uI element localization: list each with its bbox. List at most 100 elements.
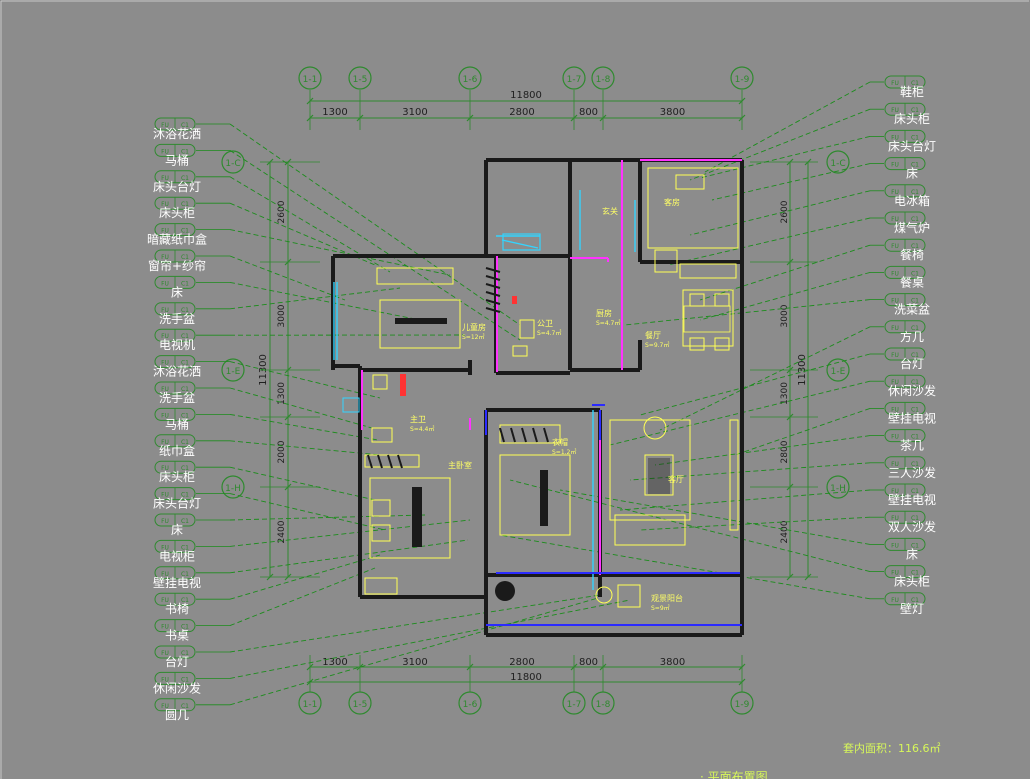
leader-line (699, 271, 871, 321)
guest-bed (647, 167, 739, 249)
dim-tick (284, 413, 292, 421)
tag-code-a: FU (891, 570, 899, 577)
leader-line (711, 163, 871, 201)
bedside-set (376, 267, 454, 285)
room-name: 观景阳台 (651, 593, 683, 603)
shoe-rack-slat (485, 299, 501, 305)
label-left: 床 (171, 523, 183, 537)
axis-bubble-label: 1-6 (463, 75, 478, 85)
coffee-table-shade (648, 458, 670, 494)
tag-code-b: C1 (911, 515, 919, 522)
room-name: 客房 (664, 197, 680, 207)
shoe-rack-slat (485, 275, 501, 281)
axis-bubble-label: 1-8 (596, 700, 611, 710)
dim-tick (786, 483, 794, 491)
dim-total-right: 11300 (797, 354, 808, 386)
red-marker (400, 374, 406, 396)
axis-bubble-label: 1-7 (567, 700, 582, 710)
label-right: 三人沙发 (888, 465, 936, 480)
dim-tick (306, 97, 314, 105)
tag-code-a: FU (891, 80, 899, 87)
leader-line (229, 387, 373, 429)
label-left: 窗帘+纱帘 (148, 258, 206, 273)
closet-slat (510, 427, 516, 443)
axis-bubble (221, 475, 245, 499)
dim-text-left: 1300 (277, 382, 287, 405)
label-right: 床头台灯 (888, 138, 936, 153)
leader-line (609, 380, 871, 446)
leader-line (229, 514, 426, 521)
label-left: 床头台灯 (153, 179, 201, 194)
label-right: 洗菜盆 (894, 303, 930, 317)
dim-text-bottom: 1300 (322, 657, 347, 668)
tag-code-a: FU (891, 434, 899, 441)
tag-code-b: C1 (911, 80, 919, 87)
leader-line (229, 599, 631, 679)
tag-code-b: C1 (181, 280, 189, 287)
tag-code-b: C1 (911, 461, 919, 468)
tag-code-a: FU (161, 703, 169, 710)
leader-line (499, 534, 871, 600)
leader-line (229, 594, 601, 653)
label-right: 鞋柜 (900, 84, 924, 99)
label-left: 马桶 (165, 152, 189, 167)
entry-cabinet-outline (502, 233, 541, 251)
tag-code-a: FU (891, 270, 899, 277)
wardrobe-slat (387, 454, 393, 469)
label-left: 圆几 (165, 708, 189, 722)
tag-code-b: C1 (181, 201, 189, 208)
axis-bubble-label: 1-H (830, 484, 846, 494)
leader-line (229, 150, 521, 341)
dim-text-right: 2600 (780, 200, 790, 223)
axis-bubble-label: 1-6 (463, 700, 478, 710)
tag-code-a: FU (891, 216, 899, 223)
dim-text-left: 3000 (277, 304, 287, 327)
dining-table (682, 289, 734, 347)
label-left: 沐浴花洒 (153, 364, 201, 379)
dim-text-left: 2000 (277, 440, 287, 463)
axis-bubble-label: 1-9 (735, 75, 750, 85)
tag-code-b: C1 (181, 597, 189, 604)
dim-tick (738, 678, 746, 686)
tag-code-b: C1 (911, 107, 919, 114)
leader-line (229, 287, 401, 310)
tag-code-a: FU (161, 122, 169, 129)
window-line (501, 239, 539, 249)
coffee-table (644, 454, 674, 496)
label-right: 床头柜 (894, 112, 930, 126)
tag-code-b: C1 (181, 228, 189, 235)
lounge-chair (617, 584, 641, 608)
tag-code-a: FU (891, 162, 899, 169)
room-name: 公卫 (537, 319, 553, 328)
label-left: 床 (171, 285, 183, 299)
guest-nightstand (654, 249, 678, 273)
tag-code-b: C1 (181, 544, 189, 551)
dim-tick (284, 573, 292, 581)
tag-code-b: C1 (181, 676, 189, 683)
tag-code-b: C1 (911, 352, 919, 359)
axis-bubble (730, 66, 754, 90)
dim-tick (466, 114, 474, 122)
leader-line (699, 135, 871, 179)
label-left: 书椅 (165, 602, 189, 616)
leader-line (229, 123, 521, 326)
tag-code-b: C1 (181, 465, 189, 472)
dim-tick (266, 158, 274, 166)
tag-code-a: FU (161, 148, 169, 155)
label-right: 台灯 (900, 356, 924, 371)
label-right: 床 (906, 547, 918, 561)
dim-text-right: 2800 (780, 440, 790, 463)
dim-tick (786, 258, 794, 266)
leader-line (509, 479, 871, 573)
dim-text-top: 3800 (660, 107, 685, 118)
tag-code-b: C1 (911, 434, 919, 441)
dim-tick (266, 573, 274, 581)
dim-tick (786, 158, 794, 166)
dim-tick (284, 483, 292, 491)
dim-tick (466, 663, 474, 671)
sink (512, 345, 528, 357)
leader-line (624, 299, 871, 326)
axis-bubble-label: 1-C (830, 159, 845, 169)
